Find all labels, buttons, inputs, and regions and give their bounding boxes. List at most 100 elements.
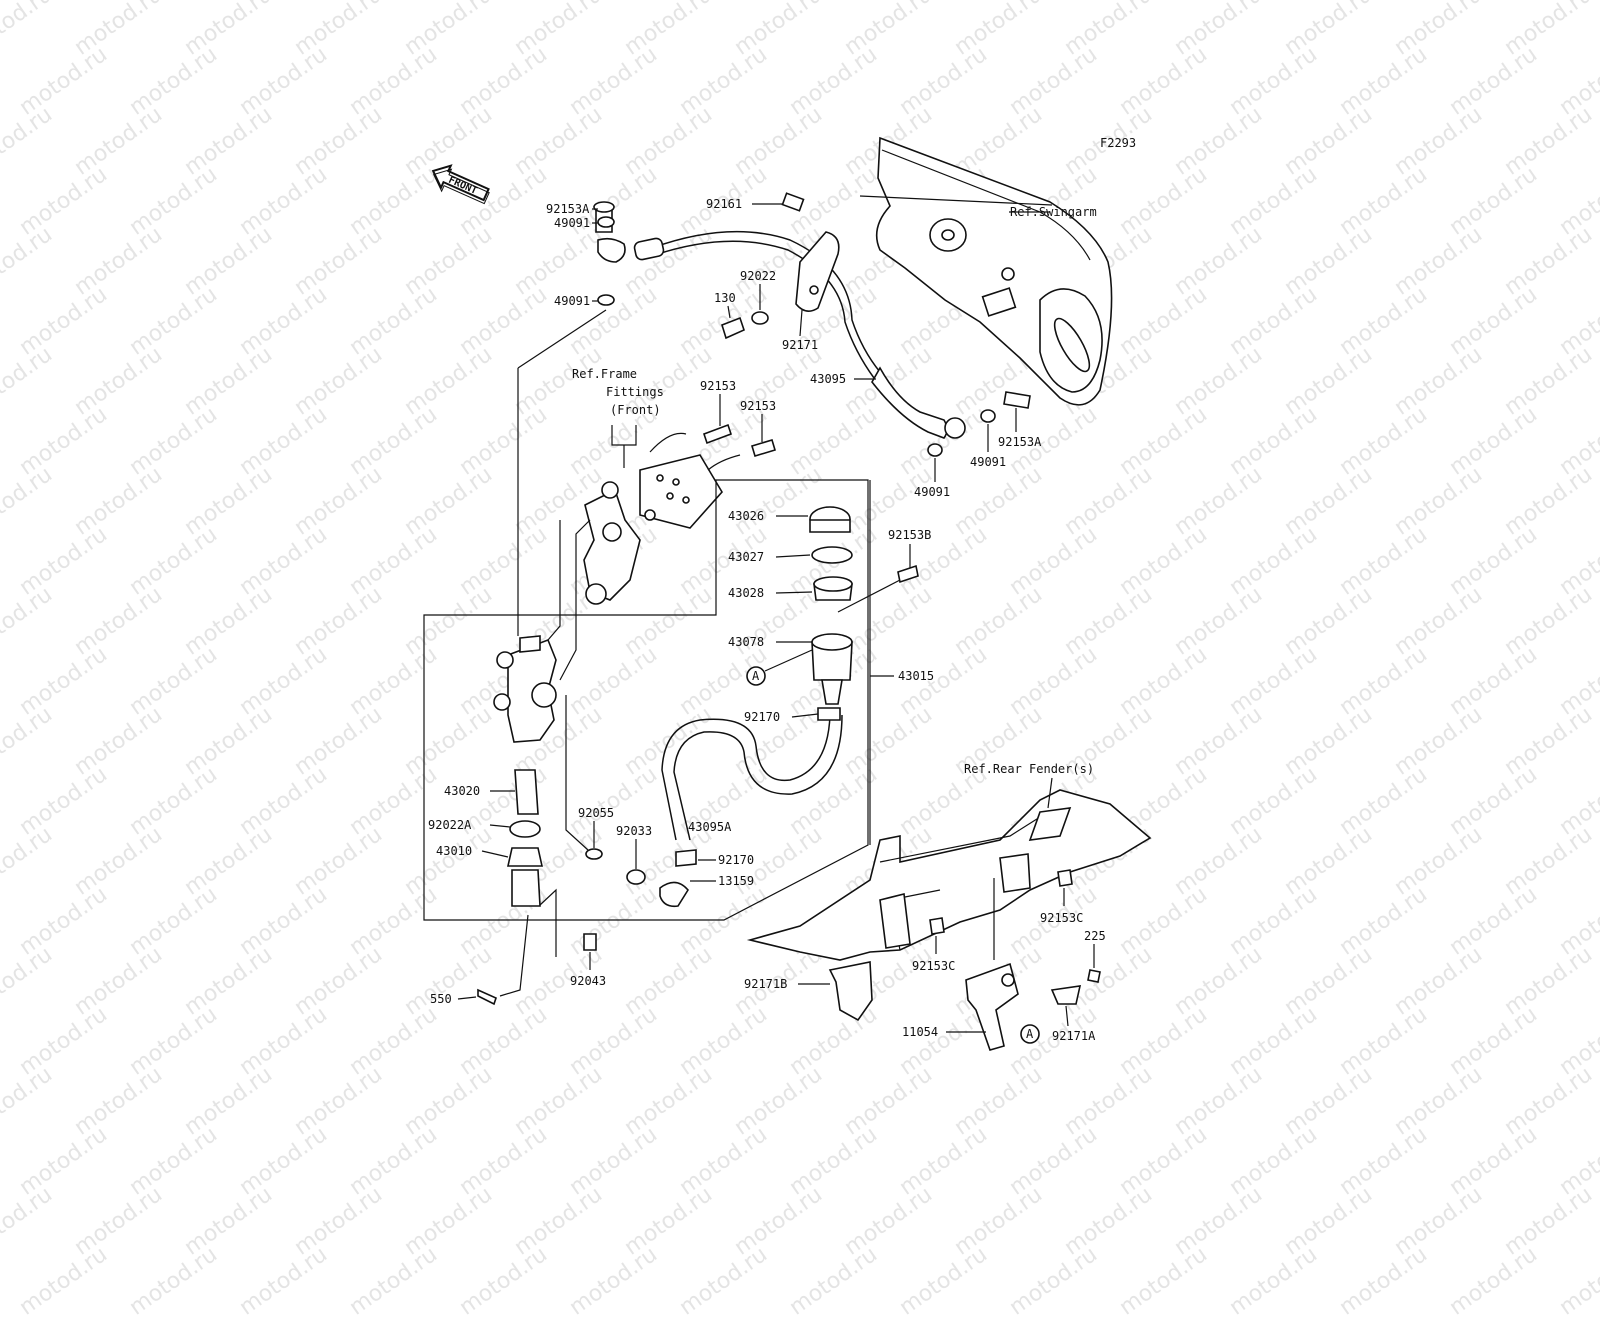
label-92055: 92055 <box>578 806 614 820</box>
oring-92033 <box>626 869 646 885</box>
pushrod-43020 <box>514 769 539 815</box>
washer-49091-right <box>980 409 996 423</box>
svg-text:A: A <box>1026 1027 1034 1041</box>
label-92171: 92171 <box>782 338 818 352</box>
label-92170-top: 92170 <box>744 710 780 724</box>
watermark-text: motod.ru <box>785 1242 883 1320</box>
bolt-92153C-b <box>929 917 945 935</box>
watermark-text: motod.ru <box>1115 1242 1213 1320</box>
clamp-92170-bot <box>675 849 697 867</box>
bolt-225 <box>1087 969 1101 983</box>
label-43010: 43010 <box>436 844 472 858</box>
ref-frame-1: Ref.Frame <box>572 367 637 381</box>
label-49091-right: 49091 <box>970 455 1006 469</box>
bolt-92153C-a <box>1057 869 1073 887</box>
label-130: 130 <box>714 291 736 305</box>
diagram-svg: F2293 FRONT Ref.Swingarm <box>423 136 1152 1051</box>
label-43026: 43026 <box>728 509 764 523</box>
figure-code: F2293 <box>1100 136 1136 150</box>
cotter-550 <box>477 988 497 1006</box>
watermark-text: motod.ru <box>1555 1242 1600 1320</box>
label-43015: 43015 <box>898 669 934 683</box>
washer-49091-mid <box>597 294 615 306</box>
clamp-92170-top <box>817 707 841 721</box>
label-92161: 92161 <box>706 197 742 211</box>
marker-a-right <box>1020 1024 1040 1044</box>
bracket-92171B <box>828 961 873 1022</box>
label-43078: 43078 <box>728 635 764 649</box>
watermark-text: motod.ru <box>675 1242 773 1320</box>
label-92153A-right: 92153A <box>998 435 1042 449</box>
washer-49091-top <box>597 216 615 228</box>
washer-92022 <box>751 311 769 325</box>
clamp-92171 <box>795 231 840 312</box>
watermark-text: motod.ru <box>125 1242 223 1320</box>
label-92153-b: 92153 <box>740 399 776 413</box>
watermark-text: motod.ru <box>1335 1242 1433 1320</box>
ref-swingarm: Ref.Swingarm <box>1010 205 1097 219</box>
hose-43095 <box>871 366 948 439</box>
watermark-text: motod.ru <box>1225 1242 1323 1320</box>
frame-fitting-bracket <box>583 454 723 605</box>
hose-end <box>633 237 665 261</box>
pin-92043 <box>583 933 597 951</box>
label-49091-mid: 49091 <box>554 294 590 308</box>
label-92171A: 92171A <box>1052 1029 1096 1043</box>
ref-rear-fender: Ref.Rear Fender(s) <box>964 762 1094 776</box>
label-92153A-top: 92153A <box>546 202 590 216</box>
washer-49091-bot <box>927 443 943 457</box>
watermark-text: motod.ru <box>1005 1242 1103 1320</box>
banjo-fitting <box>597 237 626 263</box>
watermark-text: motod.ru <box>565 1242 663 1320</box>
banjo-rear <box>944 417 966 439</box>
label-49091-bot: 49091 <box>914 485 950 499</box>
label-92170-bot: 92170 <box>718 853 754 867</box>
label-92153B: 92153B <box>888 528 931 542</box>
bolt-92153-a <box>702 423 733 445</box>
hose-upper <box>651 230 881 373</box>
rear-fender-drawing <box>746 789 1152 961</box>
oring-92055 <box>585 848 603 860</box>
bolt-92153B <box>897 564 919 584</box>
label-13159: 13159 <box>718 874 754 888</box>
bolt-92153A-right <box>1003 391 1031 409</box>
snap-ring-92022A <box>509 820 541 838</box>
label-225: 225 <box>1084 929 1106 943</box>
ref-frame-2: Fittings <box>606 385 664 399</box>
watermark-text: motod.ru <box>345 1242 443 1320</box>
watermark-text: motod.ru <box>15 1242 113 1320</box>
master-cylinder <box>493 635 557 743</box>
boot-43010 <box>507 847 543 867</box>
part-labels: 92153A 49091 49091 92161 92022 130 92171… <box>428 197 1106 1043</box>
label-11054: 11054 <box>902 1025 938 1039</box>
watermark-text: motod.ru <box>235 1242 333 1320</box>
svg-text:A: A <box>752 669 760 683</box>
assembly-outline <box>423 479 869 921</box>
label-43020: 43020 <box>444 784 480 798</box>
label-550: 550 <box>430 992 452 1006</box>
clevis <box>511 869 541 907</box>
label-92153-a: 92153 <box>700 379 736 393</box>
label-92153C-b: 92153C <box>912 959 955 973</box>
label-92022: 92022 <box>740 269 776 283</box>
label-43028: 43028 <box>728 586 764 600</box>
label-92043: 92043 <box>570 974 606 988</box>
clip-92171A <box>1050 985 1082 1005</box>
front-arrow-icon: FRONT <box>431 164 490 205</box>
swingarm-drawing <box>859 136 1113 406</box>
plate-43027 <box>811 546 853 564</box>
label-92171B: 92171B <box>744 977 787 991</box>
ref-frame-3: (Front) <box>610 403 661 417</box>
watermark-text: motod.ru <box>895 1242 993 1320</box>
pad-92161 <box>781 192 805 212</box>
label-92153C-a: 92153C <box>1040 911 1083 925</box>
label-92022A: 92022A <box>428 818 472 832</box>
label-92033: 92033 <box>616 824 652 838</box>
label-43027: 43027 <box>728 550 764 564</box>
bolt-92153-b <box>751 439 776 457</box>
marker-a-left <box>746 666 766 686</box>
label-43095: 43095 <box>810 372 846 386</box>
hose-43095A <box>661 714 831 841</box>
label-43095A: 43095A <box>688 820 732 834</box>
